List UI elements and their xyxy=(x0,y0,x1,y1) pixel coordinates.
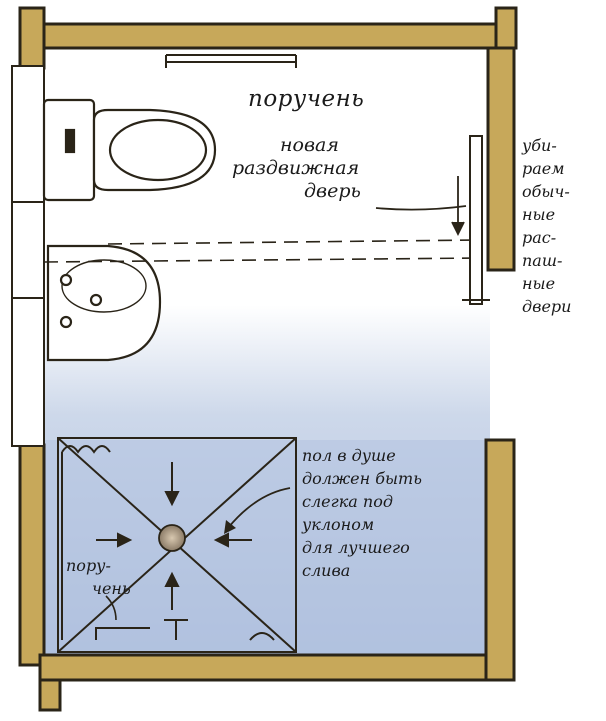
label-removed-doors-line3: обыч- xyxy=(522,182,570,201)
label-handrail-shower: пору- чень xyxy=(66,554,131,600)
label-shower-floor-line2: должен быть xyxy=(302,469,422,488)
shower-floor-tint xyxy=(44,440,490,660)
label-sliding-door: новая раздвижная дверь xyxy=(232,134,361,203)
wall-top-left-stub xyxy=(18,6,46,70)
label-removed-doors-line5: рас- xyxy=(522,228,557,247)
label-shower-floor: пол в душе должен быть слегка под уклоно… xyxy=(302,444,422,582)
shower-note-arrowhead xyxy=(224,520,236,534)
wall-bottom xyxy=(38,653,508,682)
label-handrail-shower-line2: чень xyxy=(92,579,131,598)
label-removed-doors-line6: паш- xyxy=(522,251,563,270)
label-handrail-shower-line1: пору- xyxy=(66,556,111,575)
wall-right-lower xyxy=(484,438,516,682)
wall-top xyxy=(38,22,518,50)
sink-icon xyxy=(46,244,162,362)
label-removed-doors-line8: двери xyxy=(522,297,572,316)
sliding-door-arrow xyxy=(375,176,467,237)
shower-drain-icon xyxy=(158,524,186,552)
slope-arrows xyxy=(96,462,252,610)
handrail-leader xyxy=(105,595,117,621)
label-shower-floor-line1: пол в душе xyxy=(302,446,396,465)
label-removed-doors-line4: ные xyxy=(522,205,556,224)
sliding-door-panel xyxy=(462,135,490,305)
label-shower-floor-line6: слива xyxy=(302,561,351,580)
label-removed-doors-line2: раем xyxy=(522,159,565,178)
label-removed-doors-line7: ные xyxy=(522,274,556,293)
walls xyxy=(18,6,518,712)
label-shower-floor-line4: уклоном xyxy=(302,515,375,534)
label-shower-floor-line3: слегка под xyxy=(302,492,393,511)
shower-note-arrow xyxy=(227,487,291,529)
sliding-door-track xyxy=(43,239,481,263)
shower-handrail-icon xyxy=(61,445,275,641)
label-handrail-top: поручень xyxy=(248,86,365,112)
handrail-top xyxy=(165,54,297,68)
toilet-icon xyxy=(42,98,217,202)
label-sliding-door-line3: дверь xyxy=(304,180,361,202)
wall-top-right-stub xyxy=(494,6,518,50)
label-removed-doors-line1: уби- xyxy=(522,136,557,155)
label-removed-doors: уби- раем обыч- ные рас- паш- ные двери xyxy=(522,134,571,318)
left-wall-strip xyxy=(11,65,45,447)
wall-right-upper xyxy=(486,46,516,272)
label-shower-floor-line5: для лучшего xyxy=(302,538,410,557)
wall-bottom-left-stub xyxy=(38,678,62,712)
label-sliding-door-line2: раздвижная xyxy=(232,157,360,179)
wall-left xyxy=(18,443,46,667)
label-sliding-door-line1: новая xyxy=(280,134,339,156)
